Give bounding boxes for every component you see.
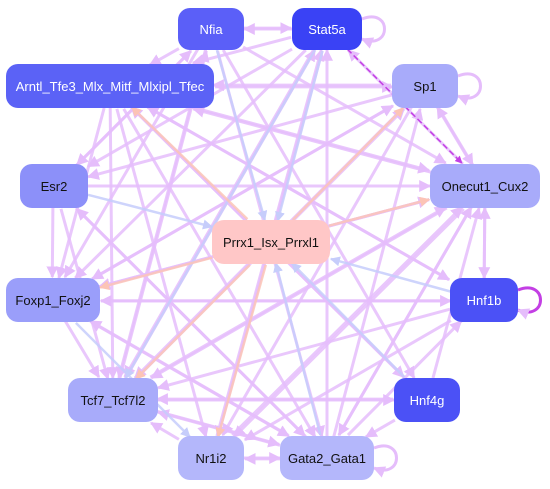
edge-prrx1-to-foxp1 xyxy=(99,256,213,291)
node-tcf7-tcf7l2[interactable]: Tcf7_Tcf7l2 xyxy=(68,378,158,422)
self-loop-stat5a xyxy=(360,15,386,49)
node-gata2-gata1[interactable]: Gata2_Gata1 xyxy=(280,436,374,480)
edge-onecut-to-amntl xyxy=(192,105,432,174)
edge-gata2-to-onecut xyxy=(337,206,473,436)
node-stat5a[interactable]: Stat5a xyxy=(292,8,362,50)
edge-hnf4g-to-gata2 xyxy=(364,418,396,439)
node-hnf4g[interactable]: Hnf4g xyxy=(394,378,460,422)
edge-foxp1-to-sp1 xyxy=(91,104,394,281)
node-sp1[interactable]: Sp1 xyxy=(392,64,458,108)
edge-prrx1-to-amntl xyxy=(130,106,249,220)
edge-hnf1b-to-onecut xyxy=(478,206,491,279)
node-esr2[interactable]: Esr2 xyxy=(20,164,88,208)
edge-tcf7-to-onecut xyxy=(149,205,447,379)
edge-amntl-to-gata2 xyxy=(122,108,317,438)
edge-stat5a-to-tcf7 xyxy=(124,49,316,379)
edge-nfia-to-prrx1 xyxy=(215,49,268,221)
edge-gata2-to-foxp1 xyxy=(89,319,289,437)
node-nr1i2[interactable]: Nr1i2 xyxy=(178,436,244,480)
edge-esr2-to-prrx1 xyxy=(87,193,213,230)
node-arntl-tfe3-mlx-mitf-mlxipl-tfec[interactable]: Arntl_Tfe3_Mlx_Mitf_Mlxipl_Tfec xyxy=(6,64,214,108)
edge-sp1-to-nr1i2 xyxy=(221,106,413,437)
edge-nfia-to-amntl xyxy=(148,47,180,67)
edge-gata2-to-prrx1 xyxy=(273,262,322,436)
edge-prrx1-to-sp1 xyxy=(291,107,405,221)
self-loop-sp1 xyxy=(456,72,482,106)
node-prrx1-isx-prrxl1[interactable]: Prrx1_Isx_Prrxl1 xyxy=(212,220,330,264)
edge-gata2-to-sp1 xyxy=(332,107,424,438)
edge-prrx1-to-nr1i2 xyxy=(215,264,267,438)
node-hnf1b[interactable]: Hnf1b xyxy=(450,278,518,322)
node-foxp1-foxj2[interactable]: Foxp1_Foxj2 xyxy=(6,278,100,322)
edge-onecut-to-sp1 xyxy=(436,106,473,164)
edge-esr2-to-foxp1 xyxy=(46,207,59,279)
edge-hnf1b-to-tcf7 xyxy=(156,307,451,391)
edge-hnf1b-to-amntl xyxy=(146,105,450,281)
node-onecut1-cux2[interactable]: Onecut1_Cux2 xyxy=(430,164,540,208)
self-loop-gata2 xyxy=(372,444,398,478)
edge-hnf1b-to-prrx1 xyxy=(329,256,452,293)
edge-stat5a-to-prrx1 xyxy=(275,50,324,222)
edge-prrx1-to-tcf7 xyxy=(135,264,251,380)
edge-hnf4g-to-prrx1 xyxy=(290,262,406,378)
edge-prrx1-to-onecut xyxy=(328,196,431,227)
edge-nr1i2-to-onecut xyxy=(231,206,463,437)
edge-nfia-to-hnf4g xyxy=(221,49,416,380)
edge-nr1i2-to-tcf7 xyxy=(150,421,180,441)
node-nfia[interactable]: Nfia xyxy=(178,8,244,50)
self-loop-hnf1b xyxy=(516,286,542,320)
edge-foxp1-to-tcf7 xyxy=(64,320,101,379)
